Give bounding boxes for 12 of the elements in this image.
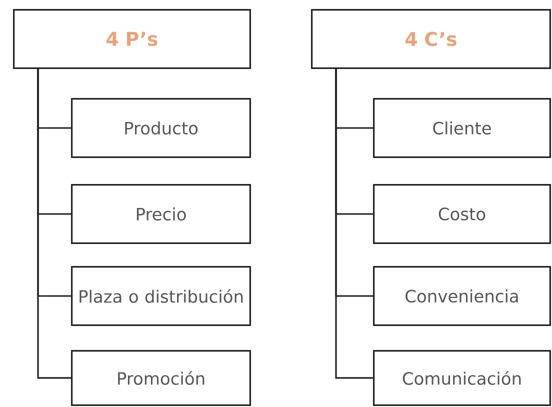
item-box: Producto bbox=[71, 98, 251, 158]
item-box: Plaza o distribución bbox=[71, 266, 251, 326]
heading-box: 4 P’s bbox=[13, 9, 251, 69]
item-box: Cliente bbox=[373, 98, 551, 158]
connector-line bbox=[37, 69, 71, 379]
item-box: Precio bbox=[71, 184, 251, 244]
item-box: Comunicación bbox=[373, 350, 551, 406]
heading-box: 4 C’s bbox=[311, 9, 551, 69]
item-box: Conveniencia bbox=[373, 266, 551, 326]
item-box: Costo bbox=[373, 184, 551, 244]
item-box: Promoción bbox=[71, 350, 251, 406]
connector-line bbox=[335, 69, 373, 379]
